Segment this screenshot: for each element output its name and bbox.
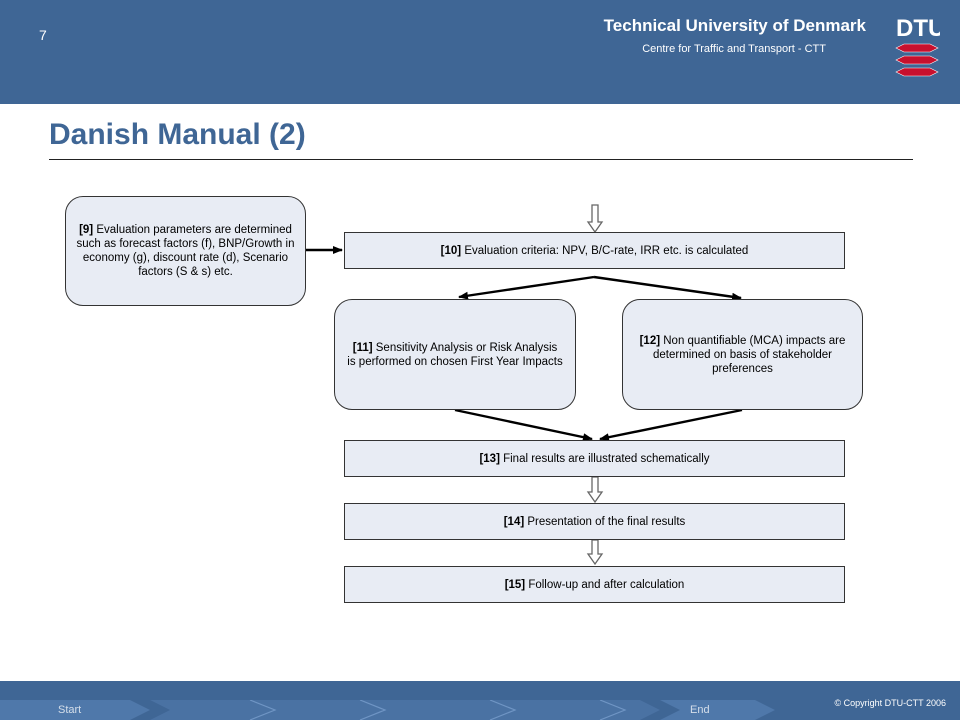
title-divider	[49, 159, 913, 160]
nav-end-link[interactable]: End	[690, 704, 710, 716]
step-15-text: Follow-up and after calculation	[525, 578, 685, 591]
step-12-number: [12]	[639, 334, 661, 347]
step-12-text: Non quantifiable (MCA) impacts are deter…	[653, 334, 846, 375]
slide-title: Danish Manual (2)	[49, 118, 306, 151]
copyright-text: © Copyright DTU-CTT 2006	[834, 698, 947, 708]
step-11-text: Sensitivity Analysis or Risk Analysis is…	[347, 341, 563, 368]
step-9-box: [9] Evaluation parameters are determined…	[65, 196, 306, 306]
slide-number: 7	[39, 27, 47, 43]
step-13-number: [13]	[479, 452, 500, 465]
step-12-box: [12] Non quantifiable (MCA) impacts are …	[622, 299, 863, 410]
step-11-number: [11]	[352, 341, 373, 354]
step-13-text: Final results are illustrated schematica…	[499, 452, 710, 465]
step-14-number: [14]	[503, 515, 525, 528]
header-bar	[0, 0, 960, 104]
step-10-number: [10]	[440, 244, 462, 257]
nav-start-link[interactable]: Start	[58, 704, 82, 716]
step-15-number: [15]	[504, 578, 526, 591]
progress-nav	[0, 700, 775, 720]
step-11-box: [11] Sensitivity Analysis or Risk Analys…	[334, 299, 576, 410]
step-10-box: [10] Evaluation criteria: NPV, B/C-rate,…	[344, 232, 845, 269]
step-9-text: Evaluation parameters are determined suc…	[76, 224, 295, 278]
step-15-box: [15] Follow-up and after calculation	[344, 566, 845, 603]
centre-name: Centre for Traffic and Transport - CTT	[642, 43, 826, 55]
step-13-box: [13] Final results are illustrated schem…	[344, 440, 845, 477]
step-10-text: Evaluation criteria: NPV, B/C-rate, IRR …	[461, 244, 749, 257]
university-name: Technical University of Denmark	[603, 16, 866, 35]
svg-text:DTU: DTU	[896, 15, 940, 42]
step-14-box: [14] Presentation of the final results	[344, 503, 845, 540]
step-14-text: Presentation of the final results	[524, 515, 686, 528]
step-9-number: [9]	[79, 224, 94, 236]
dtu-logo: DTU	[895, 15, 940, 77]
